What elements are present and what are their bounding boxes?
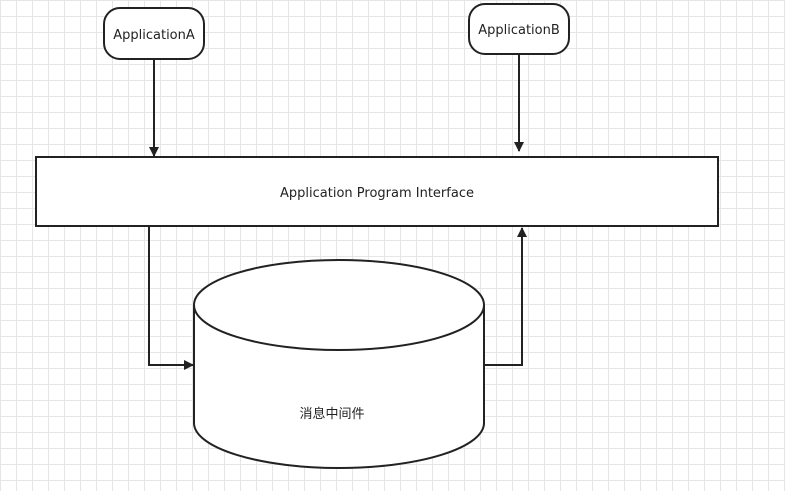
node-middleware-top (193, 259, 485, 351)
node-api-label: Application Program Interface (280, 186, 474, 201)
node-api-shape (35, 156, 719, 227)
node-middleware-label: 消息中间件 (299, 406, 364, 422)
node-application-b-label: ApplicationB (478, 23, 560, 38)
node-application-a-label: ApplicationA (113, 28, 195, 43)
node-application-a-shape (103, 7, 205, 60)
node-application-b[interactable]: ApplicationB (468, 3, 570, 55)
node-application-a[interactable]: ApplicationA (103, 7, 205, 60)
edge-api-to-middleware (148, 227, 194, 370)
node-middleware-body (193, 305, 485, 469)
node-api[interactable]: Application Program Interface (35, 156, 719, 227)
node-middleware[interactable]: 消息中间件 (193, 259, 485, 469)
edge-middleware-to-api (485, 227, 527, 366)
node-application-b-shape (468, 3, 570, 55)
